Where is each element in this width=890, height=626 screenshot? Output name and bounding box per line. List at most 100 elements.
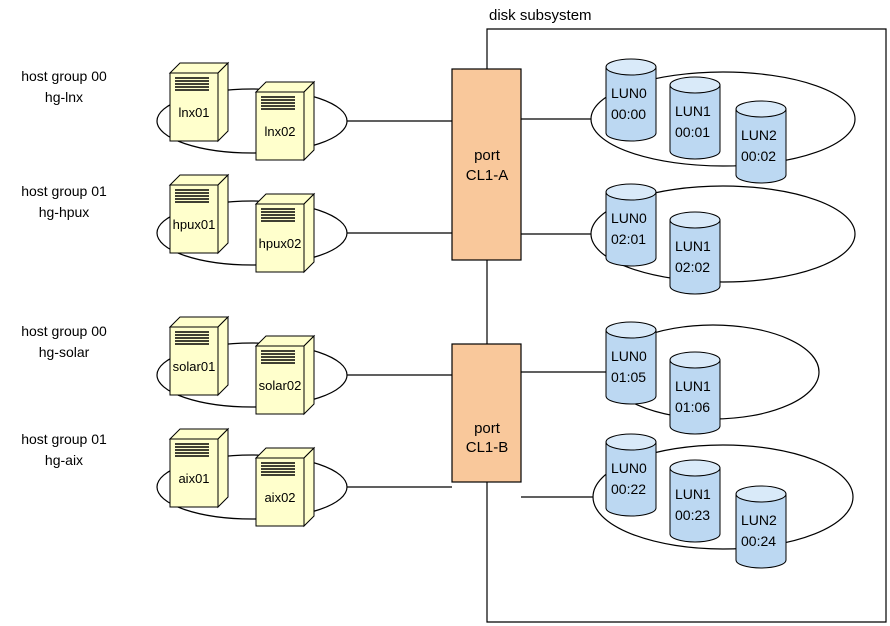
host-group-title: host group 00 — [21, 323, 107, 339]
server-label: aix01 — [178, 471, 209, 486]
host-group-ellipse — [156, 342, 348, 408]
lun-name: LUN1 — [675, 378, 711, 394]
lun-name: LUN0 — [611, 210, 647, 226]
server-icon[interactable]: solar02 — [254, 334, 316, 416]
host-group-title: host group 00 — [21, 68, 107, 84]
server-icon[interactable]: hpux01 — [168, 173, 230, 255]
server-side-face — [303, 80, 315, 162]
disk-body — [669, 84, 721, 160]
lun-id: 00:01 — [675, 124, 710, 140]
host-group-title: host group 01 — [21, 431, 107, 447]
lun-disk-icon[interactable]: LUN1 00:01 — [669, 76, 721, 160]
host-group-ellipse — [156, 454, 348, 520]
lun-disk-icon[interactable]: LUN0 02:01 — [605, 183, 657, 267]
disk-body — [605, 191, 657, 267]
lun-name: LUN2 — [741, 512, 777, 528]
host-group-name: hg-hpux — [39, 204, 90, 220]
lun-disk-icon[interactable]: LUN0 00:00 — [605, 58, 657, 142]
lun-name: LUN0 — [611, 85, 647, 101]
lun-id: 02:02 — [675, 259, 710, 275]
host-group-name: hg-aix — [45, 452, 83, 468]
server-label: lnx01 — [178, 105, 209, 120]
disk-top — [605, 58, 657, 76]
lun-name: LUN1 — [675, 486, 711, 502]
lun-id: 01:06 — [675, 399, 710, 415]
server-side-face — [303, 446, 315, 528]
server-side-face — [303, 192, 315, 274]
server-icon[interactable]: lnx01 — [168, 61, 230, 143]
lun-name: LUN0 — [611, 348, 647, 364]
host-group-ellipse — [156, 88, 348, 154]
lun-group-ellipse — [592, 444, 854, 550]
lun-name: LUN1 — [675, 103, 711, 119]
server-side-face — [217, 173, 229, 255]
host-group-title: host group 01 — [21, 183, 107, 199]
port-label-line1: port — [474, 420, 501, 437]
disk-body — [669, 219, 721, 295]
port-label-line1: port — [474, 147, 501, 164]
lun-name: LUN0 — [611, 460, 647, 476]
host-group: host group 00 hg-solar solar01 solar02 — [21, 315, 348, 416]
port-label-line2: CL1-A — [466, 167, 509, 184]
server-icon[interactable]: hpux02 — [254, 192, 316, 274]
host-group: host group 01 hg-hpux hpux01 hpux02 — [21, 173, 348, 274]
disk-body — [605, 441, 657, 517]
disk-subsystem: disk subsystem — [486, 7, 887, 623]
host-group-name: hg-solar — [39, 344, 90, 360]
disk-top — [605, 321, 657, 339]
server-icon[interactable]: solar01 — [168, 315, 230, 397]
port-label-line2: CL1-B — [466, 439, 509, 456]
host-group-ellipse — [156, 200, 348, 266]
disk-body — [605, 66, 657, 142]
disk-body — [605, 329, 657, 405]
port-cl1-a[interactable]: port CL1-A — [451, 68, 522, 261]
port-cl1-b[interactable]: port CL1-B — [451, 343, 522, 483]
disk-body — [669, 467, 721, 543]
disk-top — [735, 100, 787, 118]
server-icon[interactable]: aix02 — [254, 446, 316, 528]
lun-disk-icon[interactable]: LUN0 01:05 — [605, 321, 657, 405]
disk-body — [735, 493, 787, 569]
server-label: solar02 — [259, 378, 302, 393]
disk-body — [735, 108, 787, 184]
lun-disk-icon[interactable]: LUN1 01:06 — [669, 351, 721, 435]
disk-subsystem-frame — [486, 28, 887, 623]
disk-body — [669, 359, 721, 435]
disk-top — [735, 485, 787, 503]
connections — [347, 118, 607, 498]
server-label: hpux01 — [173, 217, 216, 232]
server-label: hpux02 — [259, 236, 302, 251]
server-label: aix02 — [264, 490, 295, 505]
server-icon[interactable]: aix01 — [168, 427, 230, 509]
port-box — [451, 68, 522, 261]
disk-top — [669, 211, 721, 229]
lun-id: 00:23 — [675, 507, 710, 523]
lun-id: 00:00 — [611, 106, 646, 122]
disk-top — [669, 351, 721, 369]
disk-top — [669, 459, 721, 477]
host-group-name: hg-lnx — [45, 89, 83, 105]
server-icon[interactable]: lnx02 — [254, 80, 316, 162]
host-group: host group 01 hg-aix aix01 aix02 — [21, 427, 348, 528]
server-side-face — [217, 61, 229, 143]
disk-top — [605, 183, 657, 201]
lun-id: 01:05 — [611, 369, 646, 385]
server-side-face — [303, 334, 315, 416]
lun-group-ellipse — [590, 71, 856, 167]
lun-id: 00:02 — [741, 148, 776, 164]
lun-disk-icon[interactable]: LUN1 00:23 — [669, 459, 721, 543]
lun-id: 02:01 — [611, 231, 646, 247]
lun-disk-icon[interactable]: LUN0 00:22 — [605, 433, 657, 517]
server-label: solar01 — [173, 359, 216, 374]
lun-id: 00:22 — [611, 481, 646, 497]
host-group: host group 00 hg-lnx lnx01 lnx02 — [21, 61, 348, 162]
